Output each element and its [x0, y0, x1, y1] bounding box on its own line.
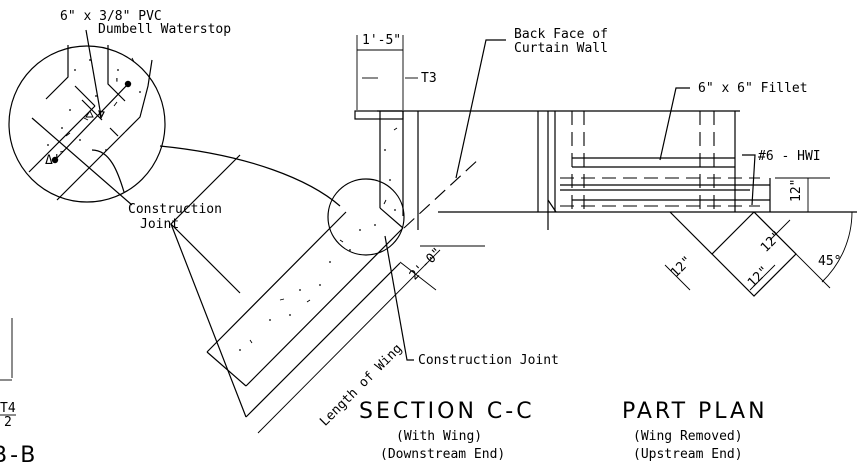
fillet-label: 6" x 6" Fillet [698, 81, 808, 96]
part-plan-title: PART PLAN [622, 399, 768, 424]
wing-slab-end [206, 351, 247, 387]
detail-joint-offset [81, 99, 119, 137]
detail-joint-leader [91, 149, 125, 193]
dim-2-0-line [399, 261, 437, 291]
construction-joint-leader [384, 235, 414, 361]
dim-12-c-label: 12" [758, 228, 785, 255]
wing-concrete-hatch [239, 127, 398, 351]
detail-concrete-hatch [47, 57, 141, 153]
waterstop-web [54, 83, 129, 161]
dim-12-a-label: 12" [668, 254, 695, 281]
detail-circle [8, 45, 166, 203]
dim-12-b-label: 12" [745, 264, 772, 291]
dim-length-wing-line [257, 249, 441, 434]
aggregate-triangle [85, 110, 94, 118]
detail-joint-label-1: Construction [128, 202, 222, 217]
back-face-label-1: Back Face of [514, 27, 608, 42]
section-cc-title: SECTION C-C [359, 399, 535, 424]
waterstop-leader-arrow [98, 110, 105, 120]
t4-den: 2 [4, 415, 12, 430]
angle-45-label: 45° [818, 254, 841, 269]
section-cc-sub1: (With Wing) [396, 429, 482, 444]
hwi-label: #6 - HWI [758, 149, 821, 164]
part-plan-sub1: (Wing Removed) [633, 429, 743, 444]
plan-footing-diamond [669, 211, 797, 297]
angle-arc [821, 211, 853, 283]
back-face-dashed [403, 157, 481, 229]
detail-wall-band [28, 105, 126, 201]
plan-stem-tip [547, 199, 557, 213]
waterstop-label-1: 6" x 3/8" PVC [60, 9, 162, 24]
wall-top-line [354, 110, 404, 120]
wing-outline [170, 154, 401, 418]
hwi-leader [742, 154, 756, 206]
waterstop-label-2: Dumbell Waterstop [98, 22, 231, 37]
waterstop-leader [85, 29, 102, 117]
back-face-label-2: Curtain Wall [514, 41, 608, 56]
dim-12-a-line [664, 264, 691, 291]
t4-label: T4 [0, 401, 16, 416]
detail-callout-arc [159, 145, 341, 207]
dim-12-b-line [749, 264, 776, 291]
dim-12-vert-label: 12" [789, 179, 804, 202]
dim-12-c-line [769, 219, 791, 241]
svg-text:': ' [113, 77, 121, 92]
wall-wing-junction [379, 207, 404, 229]
svg-text:Δ': Δ' [45, 153, 61, 168]
section-bb-label: B-B [0, 443, 38, 465]
detail-lower-boundary [31, 117, 133, 206]
wing-slab-faces [206, 211, 404, 387]
angle-ray [753, 211, 831, 289]
section-cc: 1'-5" T3 2'-0" Length of Wing [170, 33, 502, 434]
detail-joint-left [45, 45, 96, 107]
waterstop-detail: ' Δ' [8, 29, 166, 206]
part-plan: 12" 12" 12" 12" 45° #6 - HWI 6" x 6" Fil… [438, 81, 857, 297]
dim-1-5-label: 1'-5" [362, 33, 401, 48]
section-cc-sub2: (Downstream End) [380, 447, 505, 462]
construction-joint-circle [327, 178, 405, 256]
back-face-leader [455, 39, 506, 179]
fillet-leader [659, 87, 690, 161]
detail-joint-right [107, 45, 153, 133]
t3-label: T3 [421, 71, 437, 86]
construction-joint-label: Construction Joint [418, 353, 559, 368]
detail-joint-label-2: Joint [140, 217, 179, 232]
part-plan-sub2: (Upstream End) [633, 447, 743, 462]
